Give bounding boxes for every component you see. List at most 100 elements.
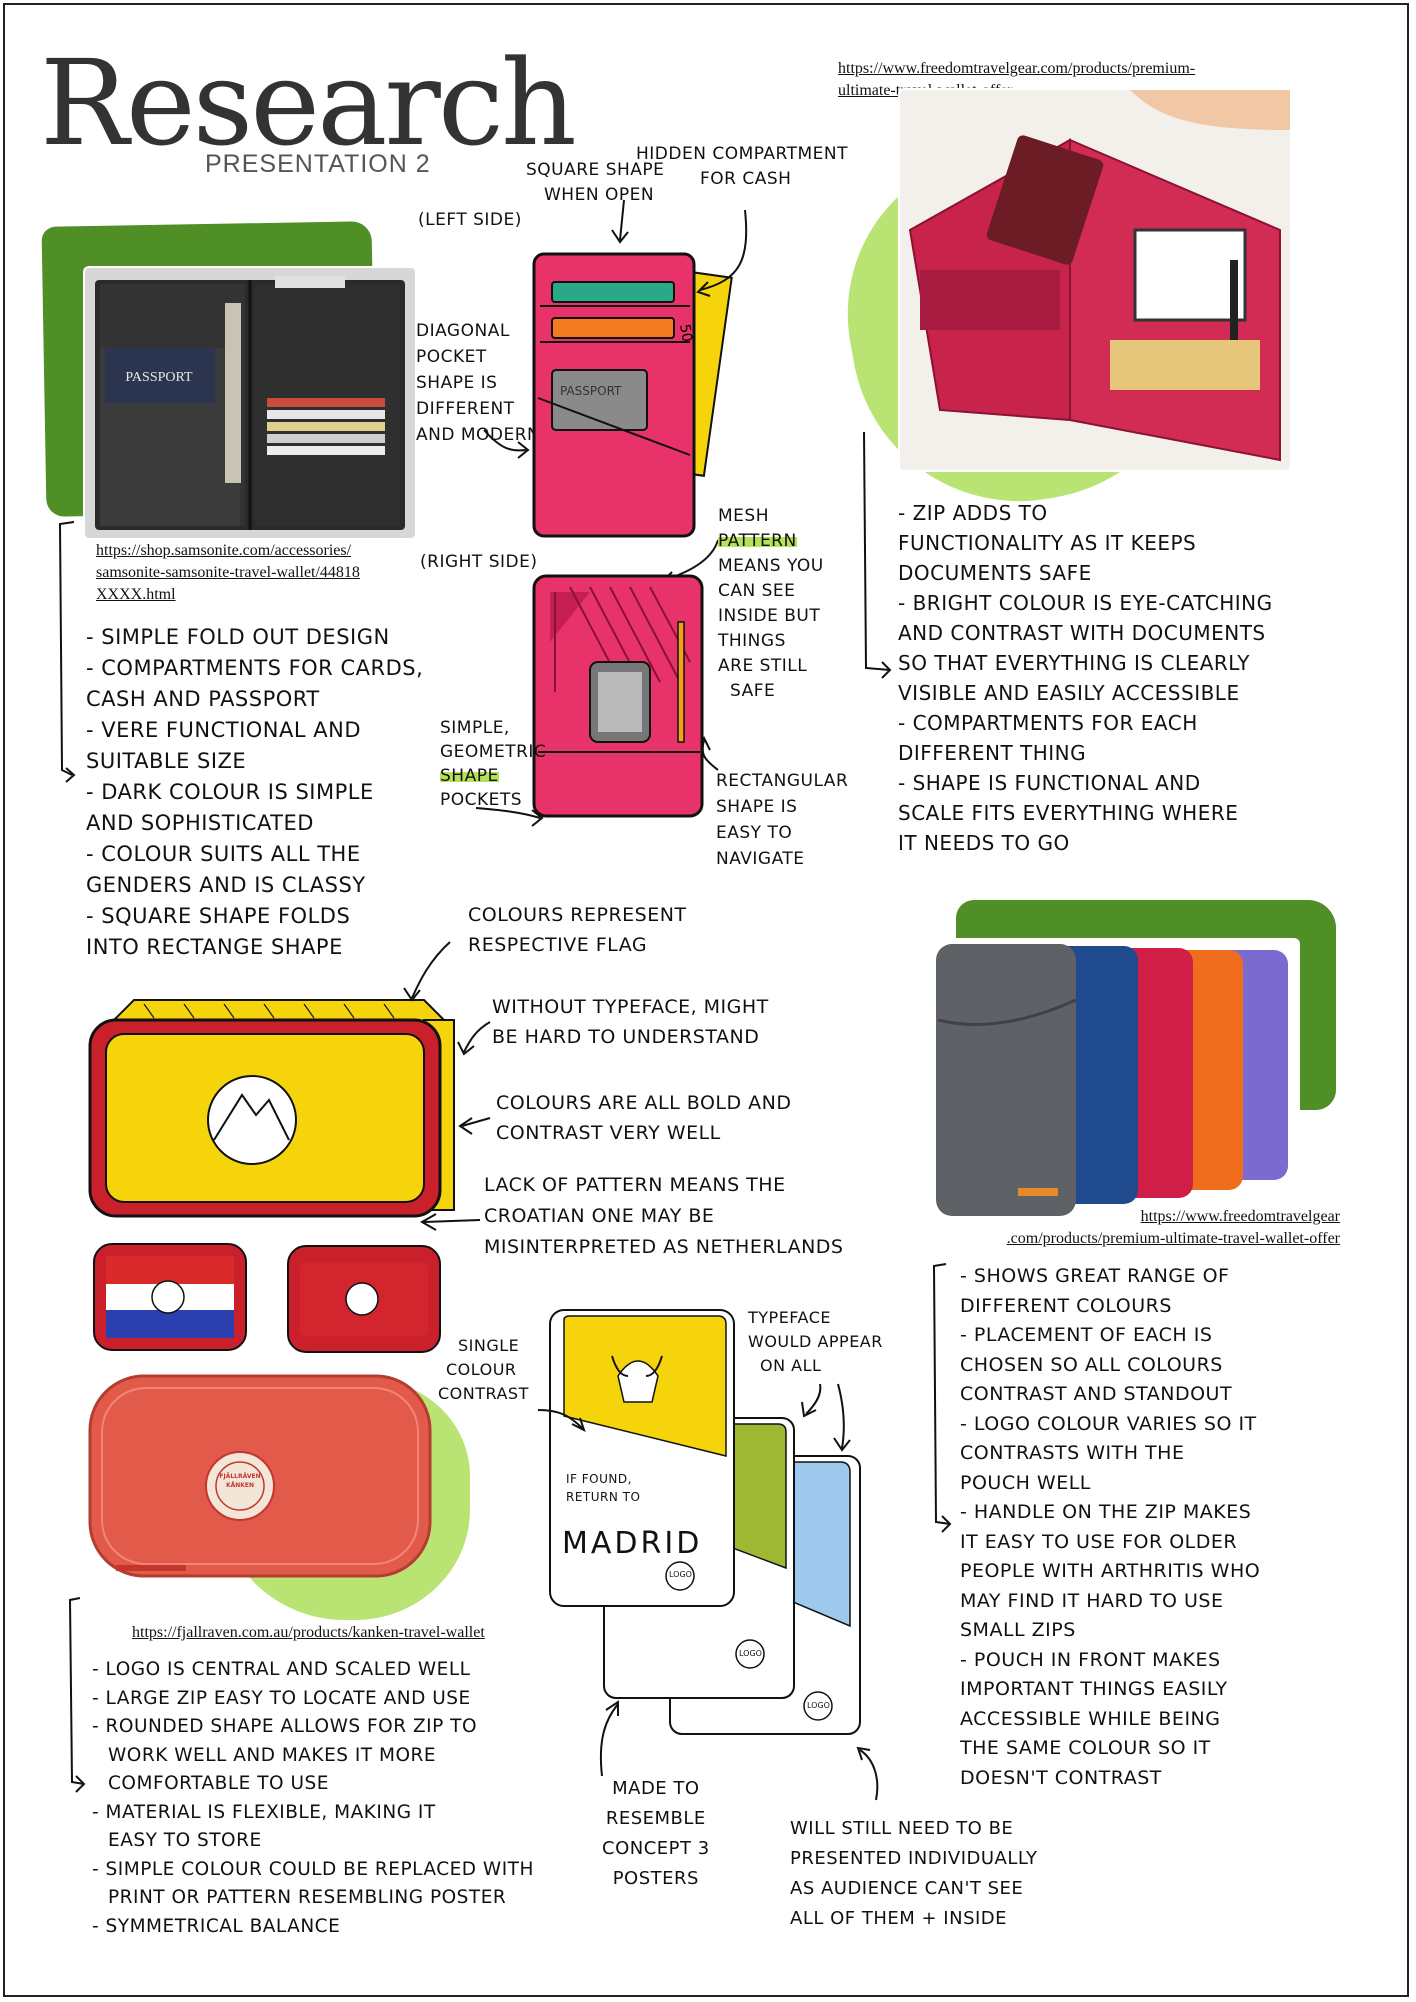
annotation-line: CAN SEE [718, 581, 796, 601]
note-line: DOESN'T CONTRAST [960, 1766, 1162, 1789]
annotation-line: TYPEFACE [748, 1308, 831, 1327]
annotation-line: AS AUDIENCE CAN'T SEE [790, 1878, 1024, 1899]
note-line: SCALE FITS EVERYTHING WHERE [898, 801, 1239, 825]
single-colour-annotation: SINGLE COLOUR CONTRAST [438, 1334, 529, 1406]
annotation-line: WOULD APPEAR [748, 1332, 883, 1351]
annotation-line: POCKET [416, 347, 487, 367]
note-line: WORK WELL AND MAKES IT MORE [108, 1744, 437, 1766]
made-to-resemble-annotation: MADE TO RESEMBLE CONCEPT 3 POSTERS [602, 1774, 710, 1894]
freedom-mid-bracket [932, 1263, 952, 1533]
note-line: ACCESSIBLE WHILE BEING [960, 1707, 1221, 1730]
note-line: DOCUMENTS SAFE [898, 561, 1092, 585]
samsonite-url-line: https://shop.samsonite.com/accessories/ [96, 542, 352, 559]
freedom-colour-range-photo [918, 940, 1298, 1220]
freedom-top-notes: - ZIP ADDS TO FUNCTIONALITY AS IT KEEPS … [898, 498, 1273, 858]
annotation-line: WITHOUT TYPEFACE, MIGHT [492, 996, 769, 1018]
annotation-line: PATTERN [718, 529, 824, 554]
note-line: - BRIGHT COLOUR IS EYE-CATCHING [898, 591, 1273, 615]
annotation-line: WHEN OPEN [544, 185, 655, 205]
note-line: CONTRAST AND STANDOUT [960, 1383, 1233, 1405]
fjallraven-logo-line: FJÄLLRÄVEN [219, 1473, 261, 1480]
annotation-line: ON ALL [760, 1356, 822, 1375]
logo-label-back: LOGO [807, 1701, 830, 1710]
samsonite-notes: - SIMPLE FOLD OUT DESIGN - COMPARTMENTS … [86, 622, 423, 963]
fjallraven-bracket [68, 1597, 86, 1793]
annotation-line: WILL STILL NEED TO BE [790, 1818, 1014, 1839]
note-line: FUNCTIONALITY AS IT KEEPS [898, 531, 1197, 555]
annotation-line: BE HARD TO UNDERSTAND [492, 1026, 760, 1048]
annotation-line: ARE STILL [718, 656, 808, 676]
note-line: PRINT OR PATTERN RESEMBLING POSTER [108, 1887, 507, 1908]
freedom-wallet-photo-top [900, 90, 1290, 470]
note-line: IT NEEDS TO GO [898, 831, 1070, 855]
note-line: EASY TO STORE [108, 1830, 262, 1851]
note-line: - SHOWS GREAT RANGE OF [960, 1265, 1230, 1287]
note-line: - ZIP ADDS TO [898, 501, 1048, 525]
note-line: INTO RECTANGE SHAPE [86, 935, 343, 959]
annotation-line: NAVIGATE [716, 849, 805, 869]
annotation-line: IF FOUND, [566, 1472, 632, 1486]
note-line: - HANDLE ON THE ZIP MAKES [960, 1501, 1252, 1523]
page-border [3, 3, 1409, 1997]
pink-wallet-right-sketch [532, 574, 704, 818]
note-line: DIFFERENT COLOURS [960, 1294, 1172, 1317]
annotation-line: CONTRAST [438, 1384, 529, 1403]
note-line: - POUCH IN FRONT MAKES [960, 1648, 1221, 1671]
note-line: - SIMPLE FOLD OUT DESIGN [86, 625, 390, 649]
samsonite-bracket [58, 521, 76, 783]
square-shape-annotation: SQUARE SHAPE WHEN OPEN [526, 158, 664, 208]
annotation-line: DIFFERENT [416, 399, 515, 419]
freedom-mid-notes: - SHOWS GREAT RANGE OF DIFFERENT COLOURS… [960, 1262, 1260, 1793]
annotation-line: SIMPLE, [440, 718, 510, 738]
annotation-line: LACK OF PATTERN MEANS THE [484, 1174, 786, 1196]
samsonite-wallet-drawing [95, 276, 405, 530]
annotation-line: COLOUR [446, 1360, 517, 1379]
annotation-line: RESPECTIVE FLAG [468, 934, 648, 956]
poster-wallet-sketches [549, 1309, 861, 1735]
annotation-line: SHAPE IS [416, 373, 498, 393]
freedom-top-url-line: https://www.freedomtravelgear.com/produc… [838, 60, 1196, 77]
note-line: AND CONTRAST WITH DOCUMENTS [898, 621, 1266, 645]
note-line: - SYMMETRICAL BALANCE [92, 1915, 341, 1937]
shape-highlight: SHAPE [440, 766, 499, 786]
annotation-line: SHAPE IS [716, 797, 798, 817]
freedom-wallet-top-drawing [908, 90, 1290, 462]
note-line: - COMPARTMENTS FOR CARDS, [86, 656, 424, 680]
note-line: SO THAT EVERYTHING IS CLEARLY [898, 651, 1250, 675]
annotation-line: PRESENTED INDIVIDUALLY [790, 1848, 1038, 1869]
note-line: COMFORTABLE TO USE [108, 1773, 329, 1794]
freedom-mid-url-line: https://www.freedomtravelgear [1140, 1208, 1340, 1225]
freedom-mid-url-line: .com/products/premium-ultimate-travel-wa… [1006, 1230, 1340, 1247]
note-line: MAY FIND IT HARD TO USE [960, 1589, 1224, 1612]
madrid-label: MADRID [562, 1526, 703, 1561]
note-line: POUCH WELL [960, 1471, 1091, 1494]
annotation-line: GEOMETRIC [440, 742, 547, 762]
annotation-line: CONTRAST VERY WELL [496, 1122, 721, 1144]
pattern-highlight: PATTERN [718, 531, 797, 551]
rectangular-shape-annotation: RECTANGULAR SHAPE IS EASY TO NAVIGATE [716, 768, 848, 872]
samsonite-url-line: XXXX.html [96, 586, 176, 603]
note-line: - SIMPLE COLOUR COULD BE REPLACED WITH [92, 1858, 534, 1880]
annotation-line: CONCEPT 3 [602, 1838, 710, 1859]
fjallraven-logo-text: FJÄLLRÄVEN KÅNKEN [206, 1472, 274, 1490]
note-line: - LARGE ZIP EASY TO LOCATE AND USE [92, 1687, 471, 1709]
colours-flag-annotation: COLOURS REPRESENT RESPECTIVE FLAG [468, 900, 687, 960]
note-line: DIFFERENT THING [898, 741, 1087, 765]
netherlands-wallet-sketch [93, 1243, 247, 1351]
note-line: - COMPARTMENTS FOR EACH [898, 711, 1198, 735]
note-line: CASH AND PASSPORT [86, 687, 320, 711]
fjallraven-url: https://fjallraven.com.au/products/kanke… [132, 1624, 485, 1641]
annotation-line: RETURN TO [566, 1490, 641, 1504]
note-line: - LOGO IS CENTRAL AND SCALED WELL [92, 1659, 471, 1680]
annotation-line: MESH [718, 506, 769, 526]
diagonal-pocket-annotation: DIAGONAL POCKET SHAPE IS DIFFERENT AND M… [416, 318, 540, 448]
annotation-line: POSTERS [612, 1868, 699, 1889]
note-line: SUITABLE SIZE [86, 749, 247, 773]
logo-label-middle: LOGO [739, 1649, 762, 1658]
fjallraven-notes: - LOGO IS CENTRAL AND SCALED WELL - LARG… [92, 1656, 534, 1941]
note-line: - VERE FUNCTIONAL AND [86, 718, 361, 742]
samsonite-url: https://shop.samsonite.com/accessories/ … [96, 540, 360, 606]
page-subtitle: PRESENTATION 2 [205, 150, 431, 178]
